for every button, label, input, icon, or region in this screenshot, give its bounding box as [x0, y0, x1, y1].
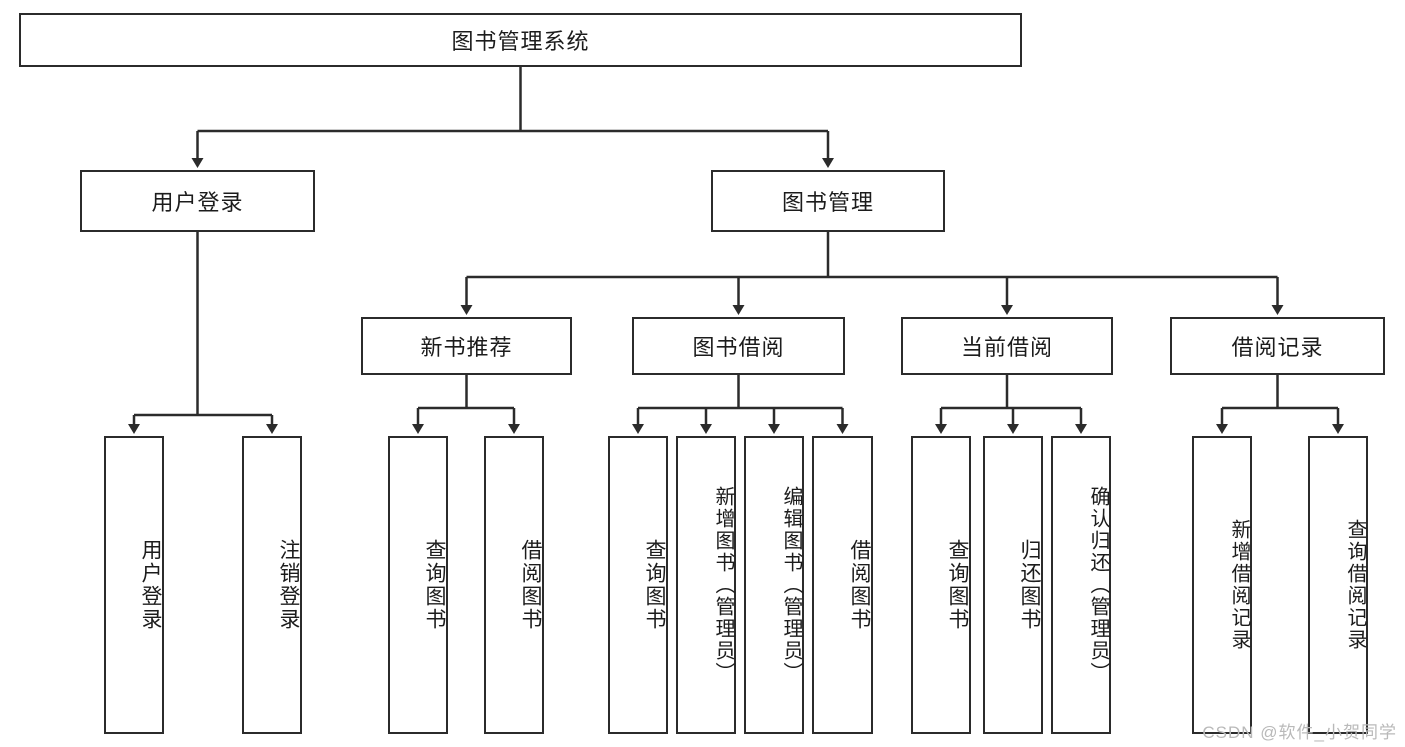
- node-label: 用户登录: [151, 190, 244, 215]
- node-label: 新增借阅记录: [1228, 519, 1250, 651]
- leaf-leaf-logout[interactable]: 注销登录: [242, 436, 302, 734]
- leaf-leaf-query-record[interactable]: 查询借阅记录: [1308, 436, 1368, 734]
- node-book-borrow[interactable]: 图书借阅: [632, 317, 845, 375]
- node-label: 借阅图书: [848, 539, 871, 631]
- node-label: 新书推荐: [420, 335, 513, 360]
- leaf-leaf-return-book[interactable]: 归还图书: [983, 436, 1043, 734]
- node-label: 当前借阅: [960, 335, 1053, 360]
- node-book-manage[interactable]: 图书管理: [711, 170, 945, 232]
- node-label: 查询借阅记录: [1344, 519, 1366, 651]
- node-user-login[interactable]: 用户登录: [80, 170, 315, 232]
- node-label: 查询图书: [946, 539, 969, 631]
- node-label: 新增图书（管理员）: [712, 486, 734, 684]
- node-label: 查询图书: [643, 539, 666, 631]
- node-label: 图书管理: [781, 190, 874, 215]
- watermark: CSDN @软件_小贺同学: [1202, 723, 1397, 742]
- leaf-leaf-confirm-return[interactable]: 确认归还（管理员）: [1051, 436, 1111, 734]
- node-label: 确认归还（管理员）: [1087, 486, 1109, 684]
- node-label: 查询图书: [423, 539, 446, 631]
- leaf-leaf-query-book-3[interactable]: 查询图书: [911, 436, 971, 734]
- node-label: 借阅图书: [519, 539, 542, 631]
- node-borrow-record[interactable]: 借阅记录: [1170, 317, 1385, 375]
- leaf-leaf-add-record[interactable]: 新增借阅记录: [1192, 436, 1252, 734]
- node-label: 用户登录: [139, 539, 162, 631]
- node-label: 编辑图书（管理员）: [780, 486, 802, 684]
- leaf-leaf-query-book-2[interactable]: 查询图书: [608, 436, 668, 734]
- leaf-leaf-borrow-book-1[interactable]: 借阅图书: [484, 436, 544, 734]
- root-node-root[interactable]: 图书管理系统: [19, 13, 1022, 67]
- node-label: 图书管理系统: [451, 29, 590, 54]
- node-current-borrow[interactable]: 当前借阅: [901, 317, 1113, 375]
- node-label: 借阅记录: [1231, 335, 1324, 360]
- leaf-leaf-add-book[interactable]: 新增图书（管理员）: [676, 436, 736, 734]
- node-label: 归还图书: [1018, 539, 1041, 631]
- node-label: 图书借阅: [692, 335, 785, 360]
- node-new-book-rec[interactable]: 新书推荐: [361, 317, 572, 375]
- leaf-leaf-edit-book[interactable]: 编辑图书（管理员）: [744, 436, 804, 734]
- node-label: 注销登录: [277, 539, 300, 631]
- leaf-leaf-user-login[interactable]: 用户登录: [104, 436, 164, 734]
- leaf-leaf-query-book-1[interactable]: 查询图书: [388, 436, 448, 734]
- leaf-leaf-borrow-book-2[interactable]: 借阅图书: [812, 436, 873, 734]
